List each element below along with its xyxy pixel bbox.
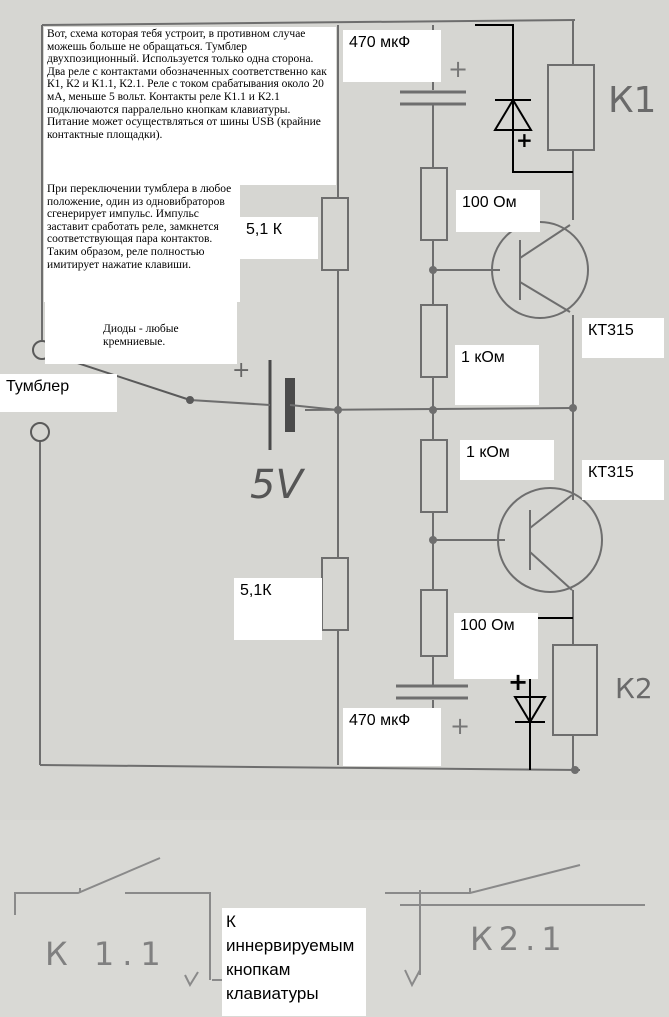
- description-note: Вот, схема которая тебя устроит, в проти…: [44, 27, 336, 185]
- keyboard-label: К иннервируемым кнопкам клавиатуры: [222, 908, 366, 1016]
- transistors: [491, 221, 603, 593]
- diodes-note: Диоды - любые кремниевые.: [45, 300, 237, 364]
- cap-bottom-plus: +: [450, 712, 471, 740]
- contact-k21-label: К2.1: [470, 920, 568, 958]
- capacitors: [396, 90, 468, 700]
- battery-plus: +: [232, 358, 251, 383]
- resistors: [321, 64, 598, 736]
- contact-k11-label: К 1.1: [45, 935, 169, 973]
- r-51-bottom-label: 5,1К: [234, 578, 322, 640]
- r-1k-bottom-label: 1 кОм: [460, 440, 554, 480]
- r-51-top-label: 5,1 К: [240, 217, 318, 259]
- diode-bottom-plus: +: [508, 668, 529, 696]
- toggle-label: Тумблер: [0, 374, 117, 412]
- r-100-top-label: 100 Ом: [456, 190, 540, 232]
- relay-k1-label: К1: [608, 80, 657, 121]
- junction-dots: [334, 266, 579, 774]
- battery: [189, 360, 339, 450]
- relay-k2-label: К2: [615, 672, 653, 705]
- transistor-bottom-label: КТ315: [582, 460, 664, 500]
- transistor-top-label: КТ315: [582, 318, 664, 358]
- r-100-bottom-label: 100 Ом: [454, 613, 538, 679]
- r-1k-top-label: 1 кОм: [455, 345, 539, 405]
- battery-5v-label: 5V: [250, 462, 303, 508]
- diode-top-plus: +: [516, 128, 533, 152]
- cap-top-plus: +: [448, 55, 469, 83]
- cap-bottom-label: 470 мкФ: [343, 708, 441, 766]
- relay-contact-drawings: [14, 857, 645, 988]
- cap-top-label: 470 мкФ: [343, 30, 441, 82]
- diodes: [475, 24, 573, 770]
- operation-note: При переключении тумблера в любое положе…: [44, 182, 240, 302]
